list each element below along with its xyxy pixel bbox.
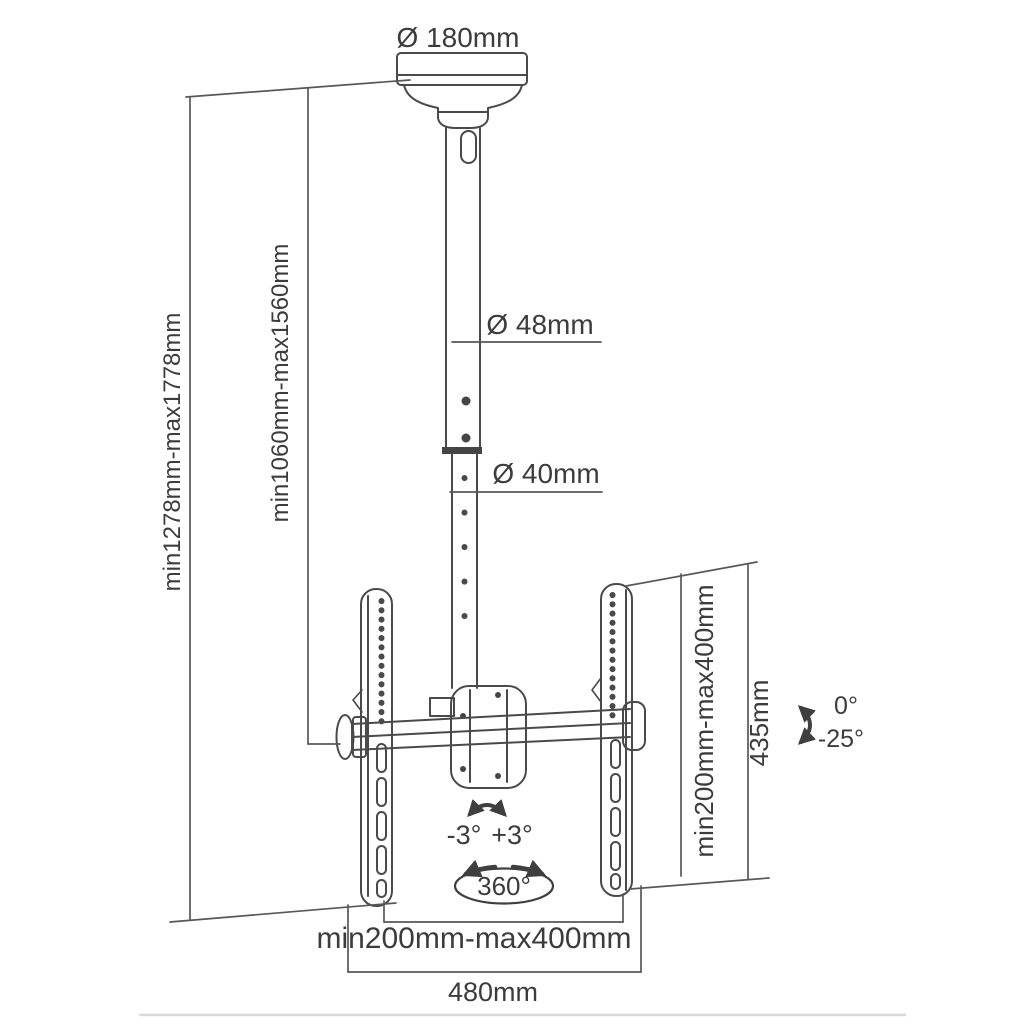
pole-slot-hole [460,130,477,164]
left-bracket-slots [376,743,387,898]
label-vesa-horizontal: min200mm-max400mm [316,922,631,955]
dimension-labels: Ø 180mm Ø 48mm Ø 40mm min1278mm-max1778m… [159,22,864,1007]
adjustment-knob [335,714,355,760]
hub-body [450,685,527,789]
hub-bolt [460,766,466,772]
hub-bolt [495,773,501,779]
label-tilt-max: 0° [834,692,858,720]
left-bracket-clip [352,689,363,713]
label-upper-tube-diameter: Ø 48mm [486,309,593,340]
label-bracket-height: 435mm [744,680,774,767]
upper-pole-48mm [442,127,482,454]
crossbar-right-clamp [622,701,646,751]
label-overall-height: min1278mm-max1778mm [159,313,186,592]
right-bracket-clip [591,677,602,703]
label-drop-height: min1060mm-max1560mm [267,244,294,523]
left-vesa-bracket [352,588,393,907]
label-vesa-vertical: min200mm-max400mm [689,584,719,857]
right-bracket-body [600,583,633,897]
ceiling-plate-body [396,52,528,86]
mounting-bell-cover [403,84,523,129]
ext-line-bracket-bottom-right [629,877,770,890]
tilt-arrow-icon [797,705,816,745]
ceiling-plate [396,52,528,86]
right-vesa-bracket [591,583,633,897]
tilt-hub [429,685,527,789]
label-crossbar-width: 480mm [448,977,538,1007]
label-lower-tube-diameter: Ø 40mm [492,458,599,489]
crossbar [335,701,646,760]
ext-line-bracket-bottom [169,902,397,923]
swivel-arc-icon [467,799,507,818]
motion-symbols [453,705,816,905]
hub-bolt [495,692,501,698]
rotation-ellipse-icon [453,867,555,905]
label-swivel-left: -3° [447,820,482,850]
telescoping-collar [442,447,482,454]
dimension-lines [138,79,907,1017]
label-tilt-min: -25° [818,725,864,753]
label-rotation: 360° [477,871,531,901]
lower-pole-40mm [451,453,478,689]
pole-pin-hole [461,433,471,443]
ext-line-ceiling [185,79,411,98]
label-plate-diameter: Ø 180mm [397,22,520,53]
left-bracket-body [360,588,393,907]
rotation-arrow-right-icon [510,859,547,878]
ext-line-bracket-top [625,561,758,587]
label-swivel-right: +3° [491,820,533,850]
rotation-arrow-left-icon [461,859,498,878]
hub-side-block [429,697,455,717]
pole-pin-hole [461,396,471,406]
right-bracket-slots [610,739,621,890]
